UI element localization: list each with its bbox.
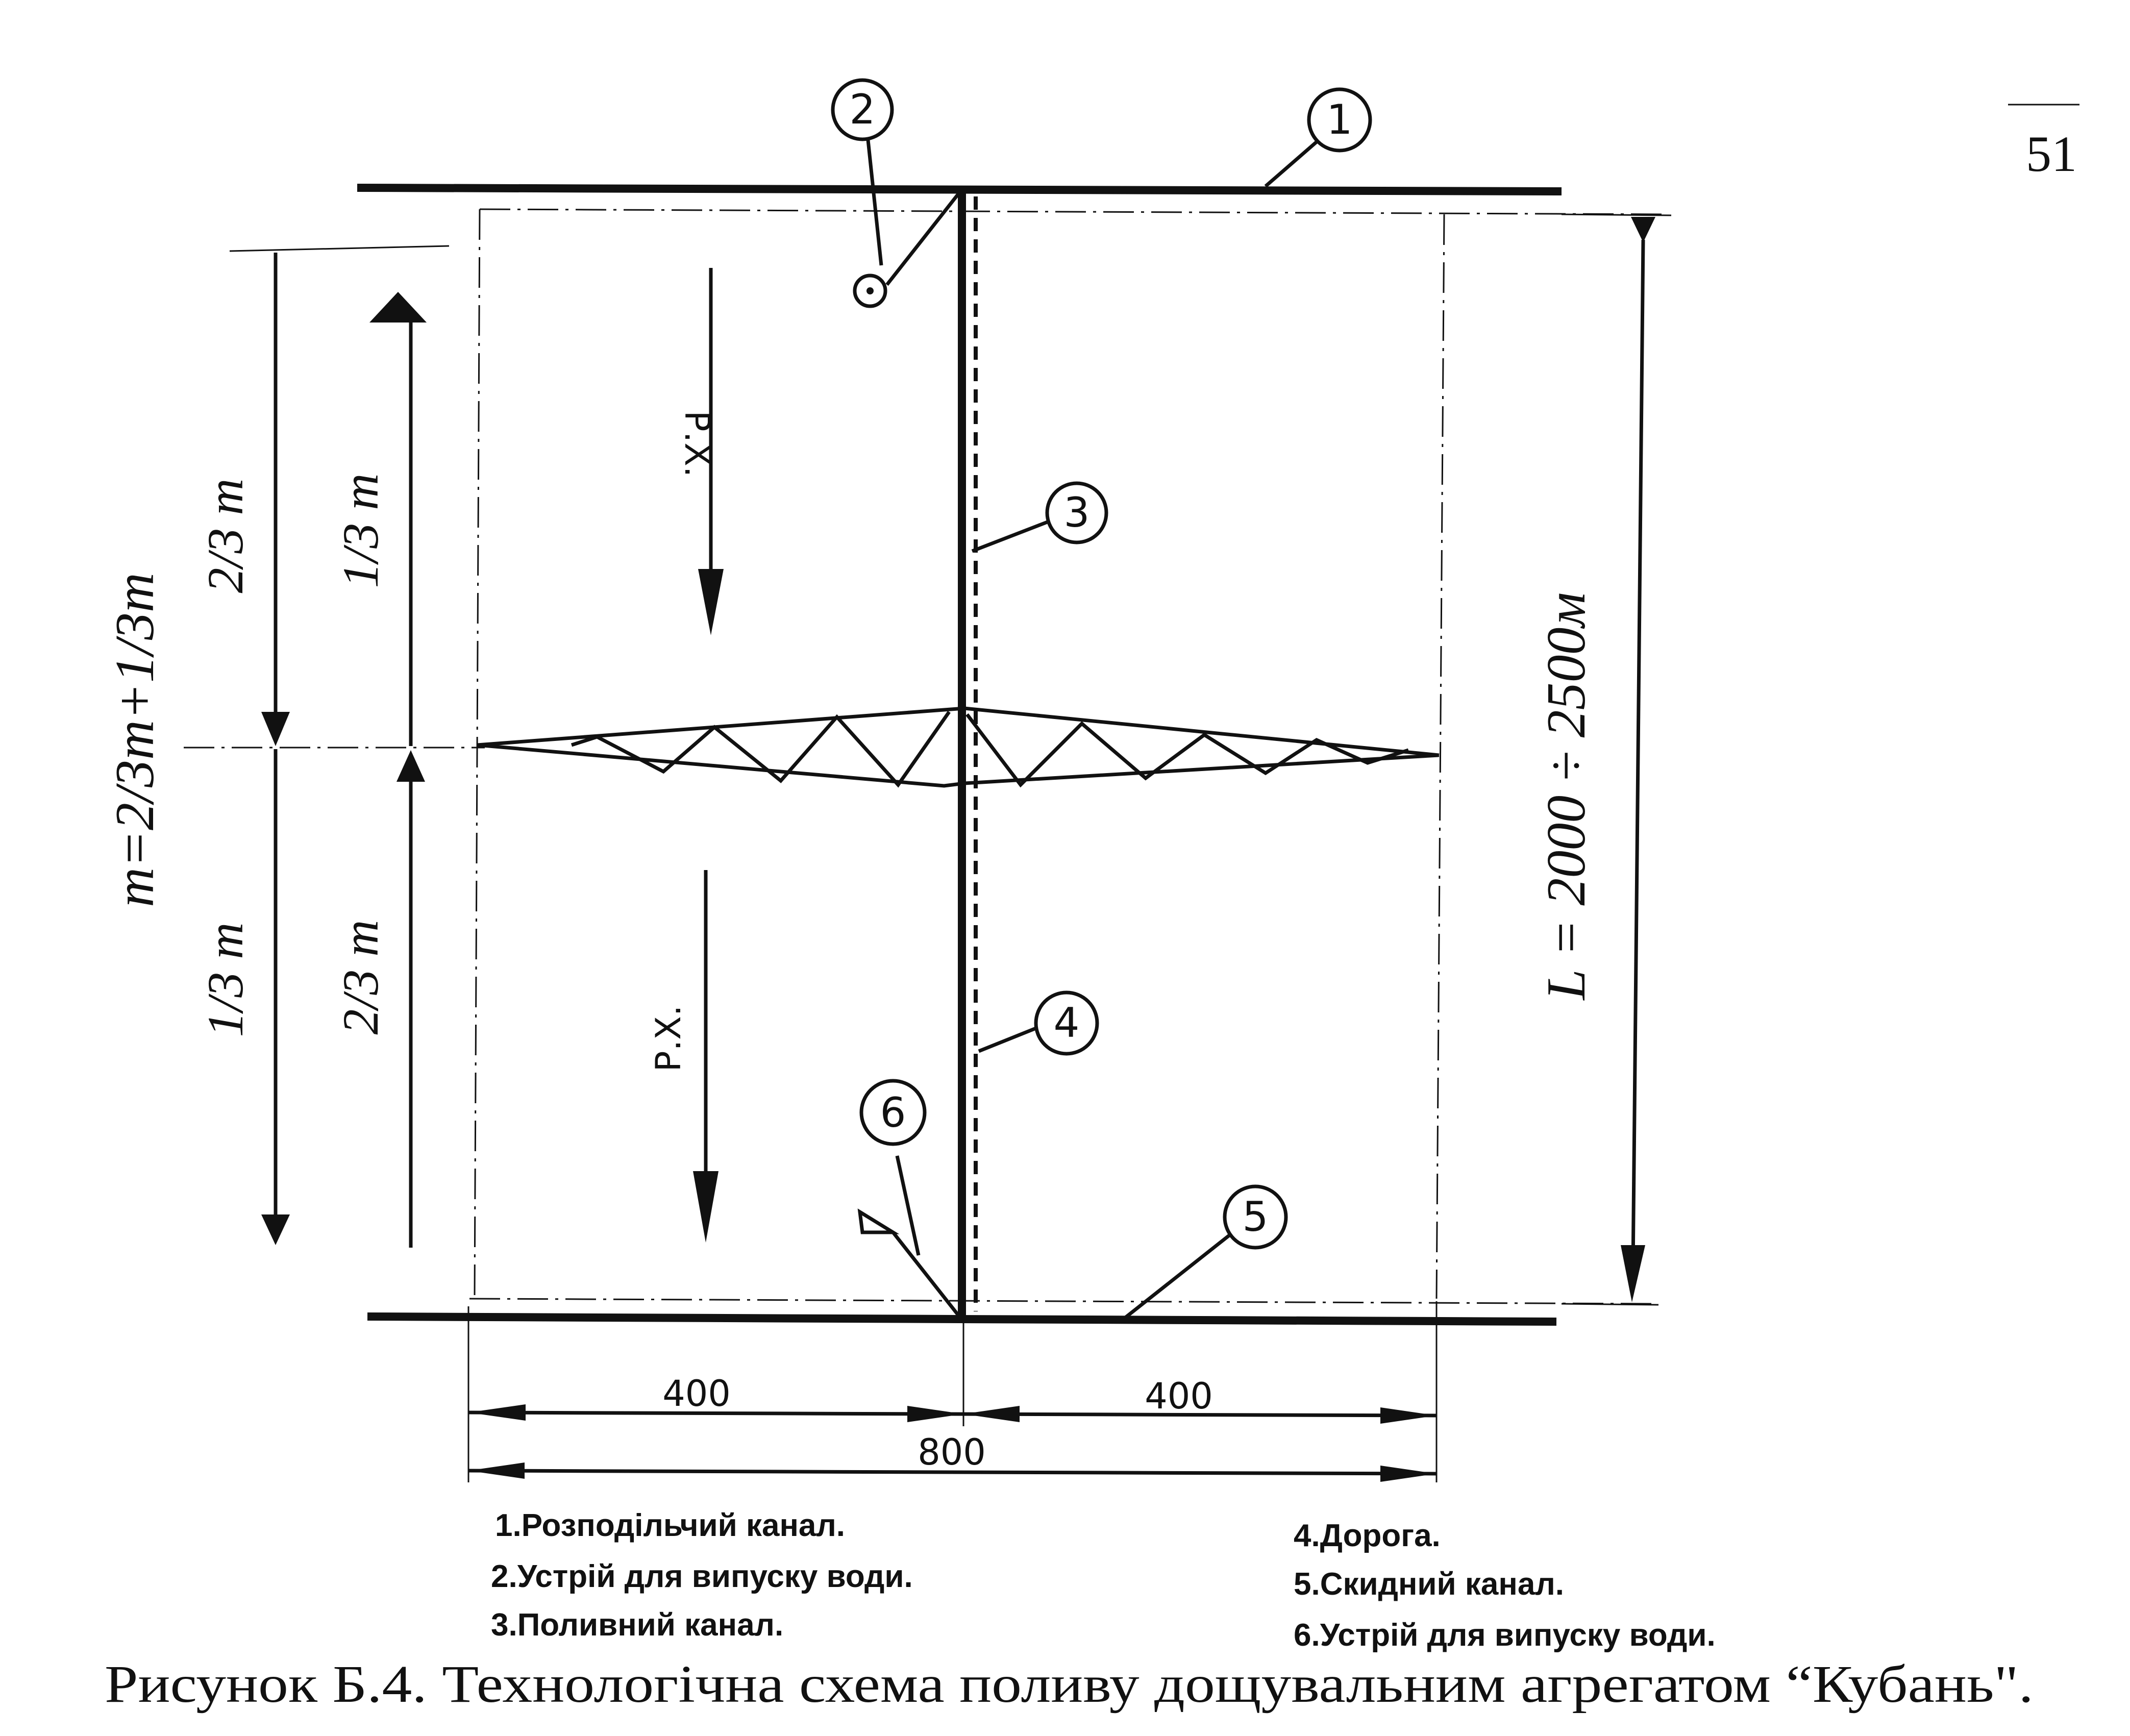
- marker-2-label: 2: [850, 86, 876, 133]
- dim-left-outer: [261, 253, 290, 1245]
- legend-item-6: 6.Устрій для випуску води.: [1294, 1618, 1716, 1653]
- marker-6-label: 6: [880, 1089, 906, 1136]
- inner-upper-label: 1/3 m: [332, 474, 389, 588]
- inner-lower-label: 2/3 m: [332, 920, 389, 1035]
- dim-left-value: 400: [662, 1373, 731, 1415]
- length-label: L = 2000 ÷ 2500м: [1536, 592, 1597, 1001]
- marker-5-label: 5: [1243, 1193, 1269, 1241]
- travel-arrow-lower: [693, 870, 719, 1243]
- legend-item-2: 2.Устрій для випуску води.: [491, 1559, 913, 1594]
- outlet-point: [866, 287, 874, 294]
- legend-item-4: 4.Дорога.: [1294, 1518, 1441, 1553]
- marker-5: 5: [1119, 1184, 1288, 1323]
- marker-4: 4: [978, 990, 1099, 1056]
- legend-item-3: 3.Поливний канал.: [491, 1607, 783, 1643]
- travel-arrow-upper: [698, 268, 724, 635]
- marker-6: 6: [857, 1079, 961, 1318]
- marker-4-label: 4: [1054, 999, 1080, 1047]
- travel-label-lower: Р.Х.: [649, 1005, 689, 1072]
- distribution-canal: [357, 184, 1562, 195]
- dim-left-inner: [369, 292, 427, 1248]
- travel-label-upper: Р.Х.: [677, 411, 717, 478]
- drainage-canal: [367, 1312, 1557, 1326]
- marker-3: 3: [971, 481, 1108, 553]
- m-formula-label: m=2/3m+1/3m: [105, 573, 165, 907]
- dim-total-value: 800: [918, 1431, 986, 1473]
- legend: 1.Розподільчий канал. 2.Устрій для випус…: [491, 1508, 1716, 1653]
- figure-caption: Рисунок Б.4. Технологічна схема поливу д…: [105, 1655, 2034, 1714]
- marker-1: 1: [1264, 87, 1372, 188]
- page-number: 51: [2026, 126, 2077, 182]
- left-upper-label: 2/3 m: [197, 479, 254, 593]
- dim-bottom: [467, 1301, 1438, 1482]
- marker-1-label: 1: [1327, 96, 1353, 143]
- marker-3-label: 3: [1064, 489, 1090, 536]
- dim-right-value: 400: [1145, 1375, 1213, 1417]
- legend-item-5: 5.Скидний канал.: [1294, 1567, 1564, 1602]
- left-lower-label: 1/3 m: [197, 923, 254, 1037]
- sprinkler-truss: [477, 706, 1440, 788]
- legend-item-1: 1.Розподільчий канал.: [495, 1508, 845, 1543]
- field-boundary: [184, 208, 1669, 1305]
- marker-2: 2: [831, 78, 960, 308]
- dim-length: [1561, 213, 1672, 1306]
